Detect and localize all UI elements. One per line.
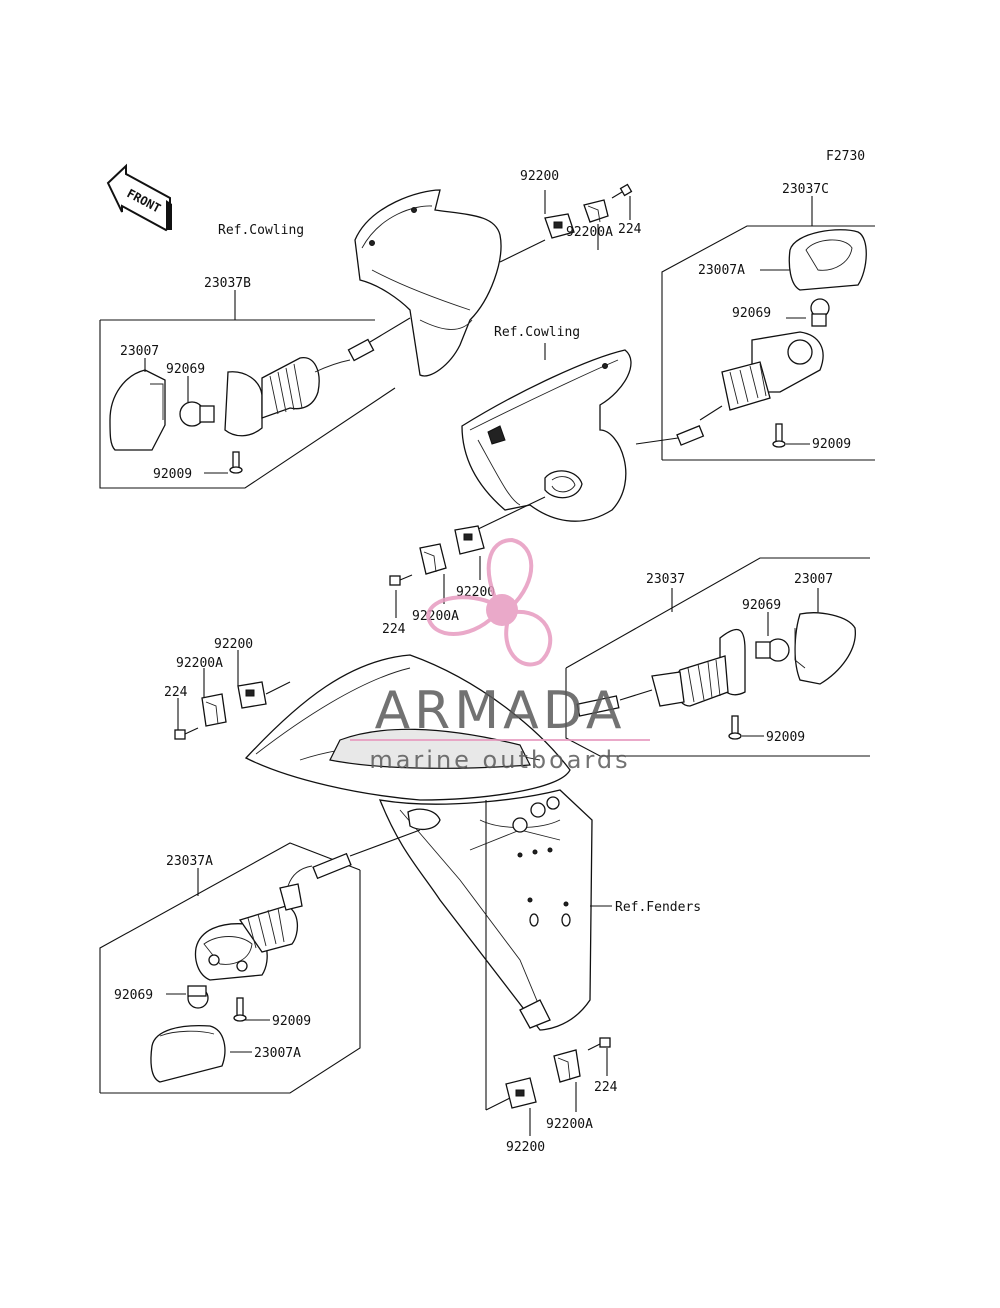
bracket-92200A	[583, 199, 609, 223]
screw-92009-icon	[772, 423, 786, 448]
propeller-logo-icon	[425, 537, 553, 667]
left-cowling-part	[354, 189, 502, 377]
part-92069-label: 92069	[166, 362, 205, 377]
part-23037B-label: 23037B	[204, 276, 251, 291]
part-92200-left-label: 92200	[214, 637, 253, 652]
part-23007A-top-label: 23007A	[698, 263, 745, 278]
housing-23037B	[224, 371, 263, 437]
part-92200A-bottom-label: 92200A	[546, 1117, 593, 1132]
part-92200A-top-label: 92200A	[566, 225, 613, 240]
part-23007-label: 23007	[120, 344, 159, 359]
ref-cowling-left-label: Ref.Cowling	[218, 223, 304, 238]
bolt-224-icon	[587, 1037, 611, 1051]
lens-23007A-top	[788, 229, 867, 291]
screw-92009-icon	[233, 997, 247, 1022]
ref-fenders-label: Ref.Fenders	[615, 900, 701, 915]
part-92009-right-label: 92009	[812, 437, 851, 452]
watermark: ARMADA marine outboards	[350, 537, 650, 774]
part-224-left-label: 224	[164, 685, 188, 700]
turn-signal-23037B-group	[99, 290, 411, 489]
turn-signal-23037C-group	[635, 196, 875, 461]
part-224-center-label: 224	[382, 622, 406, 637]
part-92200-top-label: 92200	[520, 169, 559, 184]
lens-23007	[109, 369, 166, 451]
part-23037A-label: 23037A	[166, 854, 213, 869]
bracket-group-top	[499, 183, 633, 263]
part-92200A-center-label: 92200A	[412, 609, 459, 624]
lens-23007A-bottom	[150, 1024, 226, 1083]
center-cowling-part	[461, 343, 632, 532]
figure-code: F2730	[826, 149, 865, 164]
bolt-224-icon	[611, 183, 633, 199]
ref-cowling-center-label: Ref.Cowling	[494, 325, 580, 340]
bulb-92069-icon	[187, 985, 209, 1009]
screw-92009-icon	[229, 451, 243, 474]
watermark-brand: ARMADA	[375, 681, 626, 741]
screw-92009-icon	[728, 715, 742, 740]
turn-signal-23037A-group	[99, 829, 421, 1094]
front-arrow-icon: FRONT	[106, 163, 172, 232]
part-92069-mid-label: 92069	[742, 598, 781, 613]
part-23037-label: 23037	[646, 572, 685, 587]
part-92009-mid-label: 92009	[766, 730, 805, 745]
bracket-92200A-center	[419, 543, 447, 575]
bracket-92200A-bottom	[553, 1049, 581, 1083]
part-23037C-label: 23037C	[782, 182, 829, 197]
part-224-bottom-label: 224	[594, 1080, 618, 1095]
bulb-92069-icon	[179, 401, 215, 427]
part-92200-bottom-label: 92200	[506, 1140, 545, 1155]
part-92009-label: 92009	[153, 467, 192, 482]
bolt-224-icon	[389, 574, 413, 586]
part-92069-right-label: 92069	[732, 306, 771, 321]
part-23007-right-label: 23007	[794, 572, 833, 587]
part-92009-bottom-label: 92009	[272, 1014, 311, 1029]
part-92200A-left-label: 92200A	[176, 656, 223, 671]
bracket-group-center	[389, 525, 485, 618]
bulb-92069-icon	[755, 638, 790, 662]
bracket-92200A-left	[201, 693, 227, 727]
part-23007A-bottom-label: 23007A	[254, 1046, 301, 1061]
bracket-group-bottom	[505, 1037, 611, 1136]
lens-23007-right	[794, 612, 856, 685]
watermark-tagline: marine outboards	[369, 746, 630, 774]
part-224-top-label: 224	[618, 222, 642, 237]
part-92069-bottom-label: 92069	[114, 988, 153, 1003]
bulb-92069-icon	[810, 298, 830, 327]
bolt-224-icon	[174, 727, 199, 740]
bracket-group-left	[174, 650, 291, 740]
turn-signal-23037-group	[565, 557, 870, 757]
